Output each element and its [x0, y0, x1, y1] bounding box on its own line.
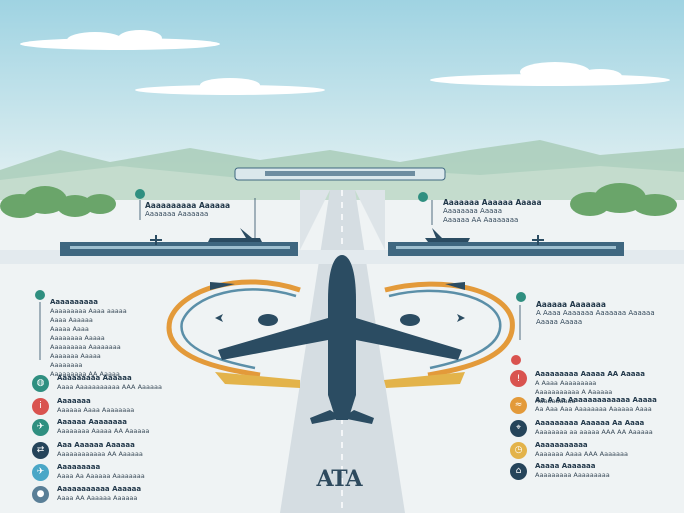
item-line: Aaaa Aaaaaaaaaaa AAA Aaaaaa [57, 383, 162, 391]
plane-icon: ✈ [32, 418, 49, 436]
item-line: Aaaaaaaa Aaaaa AA Aaaaaa [57, 427, 150, 435]
item-title: Aaaaaaaaaaa [535, 441, 588, 449]
list-item: Aaaaa Aaaa [50, 325, 89, 333]
item-line: Aaaaaaaaaa [535, 397, 576, 405]
callout-line: Aaaaa Aaaaa [536, 318, 583, 326]
callout-title: Aaaaaa Aaaaaaa [536, 300, 606, 309]
item-line: Aaaa Aa Aaaaaa Aaaaaaaa [57, 472, 145, 480]
item-title: Aaaaaaaaa Aaaaaa [57, 374, 132, 382]
trees-left [0, 186, 116, 218]
callout-top-left: Aaaaaaaaaa Aaaaaa Aaaaaaa Aaaaaaa [145, 201, 230, 219]
person-icon: ● [32, 485, 49, 503]
list-item: Aaaaaaaa Aaaaa [50, 334, 105, 342]
item-line: A Aaaa Aaaaaaaaa [535, 379, 597, 387]
callout-line: Aaaaaa AA Aaaaaaaa [443, 216, 519, 224]
map-icon: ⌖ [510, 419, 527, 437]
callout-title: Aaaaaaaaaa Aaaaaa [145, 201, 231, 210]
callout-mid-left: Aaaaaaaaaa Aaaaaaaaa Aaaa aaaaa Aaaa Aaa… [50, 298, 127, 379]
callout-line: Aaaaaaa Aaaaaaa [145, 210, 209, 218]
item-title: Aaaaaa Aaaaaaaa [57, 418, 127, 426]
callout-mid-right: Aaaaaa Aaaaaaa A Aaaa Aaaaaaa Aaaaaaa Aa… [536, 300, 655, 327]
item-title: Aaaaaaaaa Aaaaa AA Aaaaa [535, 370, 645, 378]
clouds [20, 30, 670, 95]
item-line: Aaaaaaaaaaaa AA Aaaaaa [57, 450, 143, 458]
callout-line: A Aaaa Aaaaaaa Aaaaaaa Aaaaaa [536, 309, 655, 317]
plane-small-right [425, 228, 544, 245]
item-title: Aaaaaaaaa Aaaaaa Aa Aaaa [535, 419, 645, 427]
item-title: Aaaaaaaaa [57, 463, 101, 471]
item-line: Aaaaaa Aaaa Aaaaaaaa [57, 406, 135, 414]
clock-icon: ◷ [510, 441, 527, 459]
callout-line: Aaaaaaaa Aaaaa [443, 207, 502, 215]
item-line: Aaaaaaa Aaaa AAA Aaaaaaa [535, 450, 628, 458]
aircraft-main [218, 255, 462, 424]
item-line: Aaaaaaaaa Aaaaaaaaa [535, 471, 610, 479]
item-title: Aaaaaaa [57, 397, 91, 405]
taxiway-right [384, 281, 515, 378]
list-item: Aaaaaaaaa AA Aaaaa [50, 370, 120, 378]
globe-icon: ◍ [32, 374, 49, 392]
info-icon: i [32, 397, 49, 415]
plane-small-left [150, 228, 262, 245]
trees-right [570, 183, 677, 216]
wifi-icon: ≈ [510, 396, 527, 414]
item-line: Aaaa AA Aaaaaa Aaaaaa [57, 494, 138, 502]
item-line: Aa Aaa Aaa Aaaaaaaa Aaaaaa Aaaa [535, 405, 652, 413]
list-item: Aaaaaaaaa Aaaa aaaaa [50, 307, 127, 315]
alert-icon: ! [510, 370, 527, 387]
list-item: Aaaa Aaaaaa [50, 316, 93, 324]
callout-top-right: Aaaaaaa Aaaaaa Aaaaa Aaaaaaaa Aaaaa Aaaa… [443, 198, 542, 225]
taxi-planes [210, 282, 465, 322]
list-item: Aaaaaaaa [50, 361, 83, 369]
item-title: Aa A Aa Aaaaaaaaaaaaa Aaaaa [535, 396, 657, 404]
list-item: Aaaaaaaaa Aaaaaaaa [50, 343, 121, 351]
item-title: Aaaaa Aaaaaaa [535, 462, 596, 470]
ticket-icon: ⇄ [32, 441, 49, 459]
taxiway-left [166, 279, 301, 378]
bag-icon: ✈ [32, 463, 49, 481]
item-line: Aaaaaaaa aa aaaaa AAA AA Aaaaaa [535, 428, 653, 436]
logo: ATA [316, 466, 362, 492]
suitcase-icon: ⌂ [510, 462, 527, 480]
list-item: Aaaaaaa Aaaaa [50, 352, 101, 360]
callout-title: Aaaaaaaaaa [50, 298, 98, 306]
item-line: Aaaaaaaaaaa A Aaaaaa [535, 388, 613, 396]
item-title: Aaaaaaaaaaa Aaaaaa [57, 485, 142, 493]
item-title: Aaa Aaaaaa Aaaaaa [57, 441, 135, 449]
callout-title: Aaaaaaa Aaaaaa Aaaaa [443, 198, 542, 207]
